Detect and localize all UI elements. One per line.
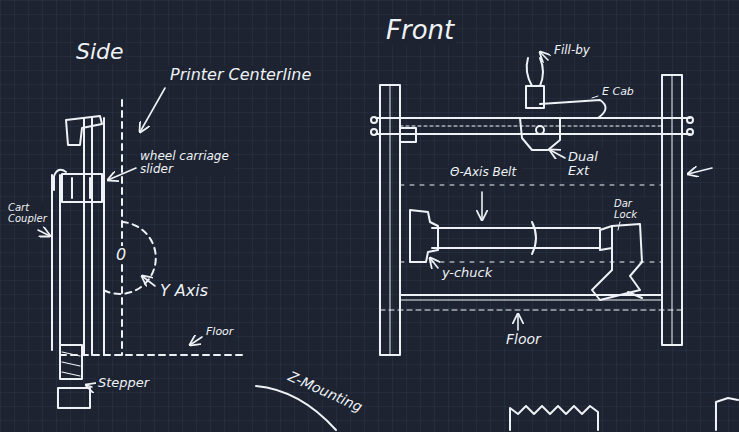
- dual-extruder-stroke: [536, 126, 544, 134]
- front-leaders-stroke: [540, 52, 548, 60]
- centerline-stroke: [100, 222, 156, 294]
- part-label: Fill-by: [552, 44, 592, 57]
- theta-axis-belt-stroke: [432, 227, 600, 229]
- front-frame-stroke: [380, 85, 400, 355]
- centerline: [60, 100, 245, 355]
- axis-label: Y Axis: [158, 282, 210, 300]
- part-label: Dual Ext: [566, 150, 614, 179]
- front-leaders-stroke: [592, 96, 598, 98]
- theta-axis-belt-stroke: [628, 292, 642, 298]
- wheel-carriage-stroke: [71, 178, 73, 198]
- side-leaders-stroke: [108, 168, 136, 180]
- theta-axis-belt: [410, 210, 642, 300]
- part-label: Dar Lock: [612, 198, 650, 220]
- theta-axis-belt-stroke: [410, 210, 438, 262]
- front-frame-stroke: [376, 133, 690, 135]
- wheel-carriage-stroke: [54, 170, 66, 190]
- centerline-stroke: [60, 354, 245, 356]
- front-leaders-stroke: [481, 192, 483, 220]
- side-leaders-stroke: [190, 337, 202, 345]
- front-frame-stroke: [400, 262, 662, 263]
- front-frame-stroke: [687, 117, 693, 123]
- floor-label: Floor: [204, 326, 235, 338]
- side-frame-stroke: [91, 118, 93, 355]
- wheel-carriage-stroke: [62, 174, 102, 202]
- wheel-carriage-stroke: [89, 178, 91, 198]
- front-frame-stroke: [687, 129, 693, 135]
- dual-extruder-stroke: [520, 118, 560, 150]
- theta-axis-belt-stroke: [600, 226, 612, 250]
- side-leaders-stroke: [142, 276, 155, 286]
- side-frame-stroke: [51, 175, 53, 350]
- part-label: Cart Coupler: [6, 202, 46, 224]
- front-leaders-stroke: [550, 150, 565, 158]
- front-frame-stroke: [400, 185, 662, 186]
- front-leaders: [430, 52, 712, 330]
- front-frame-stroke: [400, 300, 662, 301]
- theta-axis-belt-stroke: [432, 247, 600, 249]
- front-leaders-stroke: [618, 222, 620, 230]
- centerline-stroke: [121, 100, 123, 355]
- side-leaders-stroke: [140, 88, 165, 132]
- extra-sketches-stroke: [716, 398, 738, 430]
- view-heading: Front: [384, 16, 456, 45]
- front-frame: [371, 75, 693, 355]
- front-leaders-stroke: [688, 168, 712, 174]
- stepper-motor-stroke: [58, 388, 90, 408]
- side-leaders-stroke: [38, 230, 50, 236]
- front-frame-stroke: [380, 309, 682, 310]
- front-frame-stroke: [400, 126, 662, 127]
- theta-axis-belt-stroke: [592, 224, 642, 300]
- side-frame: [52, 116, 104, 355]
- front-leaders-stroke: [517, 314, 519, 330]
- part-label: y-chuck: [440, 266, 494, 280]
- front-frame-stroke: [400, 128, 416, 142]
- front-frame-stroke: [672, 75, 673, 345]
- dual-extruder: [520, 58, 606, 150]
- part-label: Θ-Axis Belt: [448, 166, 522, 179]
- front-leaders-stroke: [430, 258, 438, 268]
- side-frame-stroke: [103, 118, 105, 355]
- sketch-stroke: [38, 52, 738, 430]
- side-leaders-stroke: [86, 385, 92, 387]
- front-frame-stroke: [662, 75, 682, 345]
- front-frame-stroke: [390, 85, 391, 355]
- side-frame-stroke: [66, 116, 102, 145]
- part-label: E Cab: [600, 86, 636, 98]
- dual-extruder-stroke: [540, 100, 606, 118]
- part-label: Stepper: [96, 376, 151, 390]
- side-frame-stroke: [59, 175, 61, 350]
- front-frame-stroke: [371, 117, 377, 123]
- dual-extruder-stroke: [527, 58, 543, 86]
- side-frame-stroke: [83, 118, 85, 355]
- view-heading: Side: [74, 40, 126, 64]
- stepper-motor-stroke: [60, 345, 82, 379]
- centerline-label: Printer Centerline: [168, 66, 313, 84]
- wheel-carriage: [54, 170, 102, 202]
- theta-axis-belt-stroke: [532, 222, 536, 254]
- note-label: Z-Mounting: [284, 368, 367, 416]
- extra-sketches-stroke: [510, 406, 598, 430]
- part-label: wheel carriage slider: [138, 150, 234, 176]
- floor-label: Floor: [504, 332, 543, 347]
- side-leaders: [38, 88, 202, 387]
- axis-symbol: 0: [114, 246, 128, 264]
- front-frame-stroke: [371, 129, 377, 135]
